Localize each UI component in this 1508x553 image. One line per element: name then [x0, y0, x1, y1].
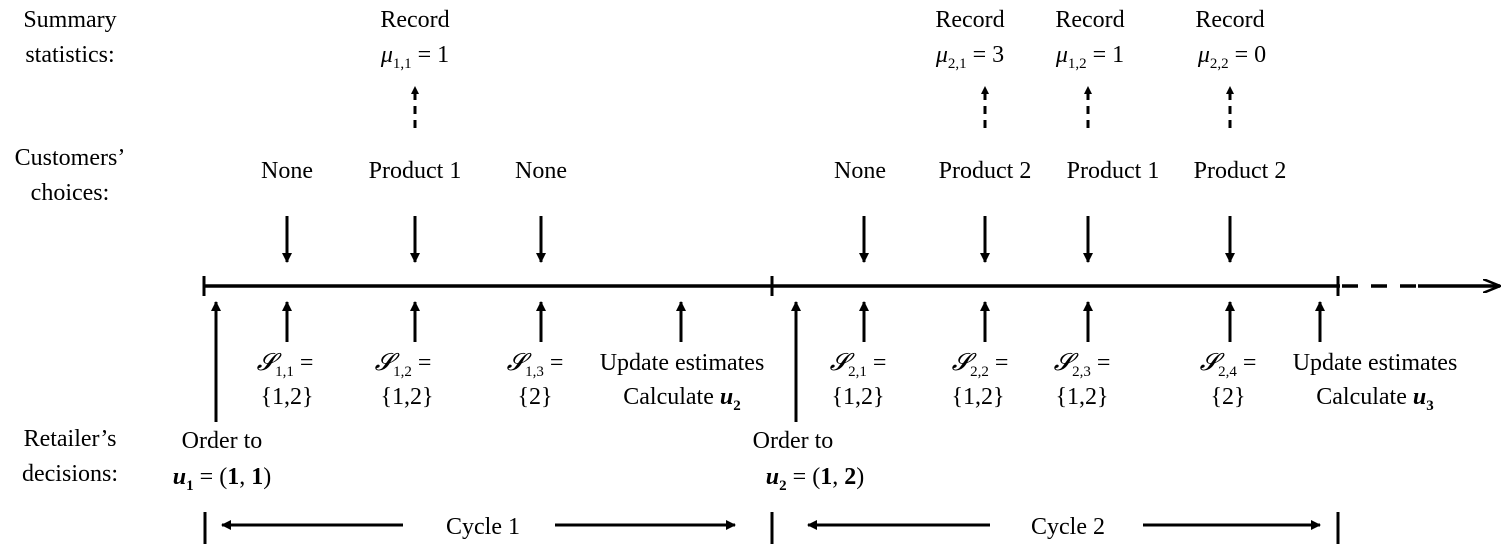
row-label-choices-line2: choices:: [31, 180, 110, 206]
choice-6: Product 1: [1067, 158, 1160, 263]
row-label-decisions-line1: Retailer’s: [24, 426, 117, 452]
choice-3: None: [515, 158, 567, 263]
record-1-word: Record: [380, 7, 449, 33]
choice-7: Product 2: [1194, 158, 1287, 263]
record-2-word: Record: [935, 7, 1004, 33]
offer-set-5-value: {1,2}: [951, 384, 1004, 410]
record-1: Record μ1,1 = 1: [380, 7, 450, 128]
offer-set-6-symbol: 𝓢2,3 =: [1054, 350, 1111, 380]
offer-set-7: 𝓢2,4 = {2}: [1200, 301, 1257, 410]
offer-set-5-symbol: 𝓢2,2 =: [952, 350, 1009, 380]
update-1: Update estimates Calculate u2: [600, 301, 765, 414]
update-1-line2: Calculate u2: [623, 384, 740, 414]
offer-set-7-symbol: 𝓢2,4 =: [1200, 350, 1257, 380]
row-label-summary: Summary statistics:: [23, 7, 116, 68]
offer-set-2: 𝓢1,2 = {1,2}: [375, 301, 434, 410]
cycle-2: Cycle 2: [807, 512, 1340, 544]
cycle-1: Cycle 1: [203, 512, 774, 544]
row-label-summary-line2: statistics:: [25, 42, 114, 68]
offer-set-3: 𝓢1,3 = {2}: [507, 301, 564, 410]
offer-set-6-value: {1,2}: [1055, 384, 1108, 410]
offer-set-4: 𝓢2,1 = {1,2}: [830, 301, 887, 410]
choice-1-label: None: [261, 158, 313, 184]
update-2-line2: Calculate u3: [1316, 384, 1433, 414]
choice-6-label: Product 1: [1067, 158, 1160, 184]
choice-4: None: [834, 158, 886, 263]
offer-set-4-value: {1,2}: [831, 384, 884, 410]
timeline-axis: [202, 276, 1500, 296]
record-3: Record μ1,2 = 1: [1055, 7, 1125, 128]
choice-3-label: None: [515, 158, 567, 184]
record-2-expression: μ2,1 = 3: [935, 42, 1004, 72]
row-label-summary-line1: Summary: [23, 7, 116, 33]
choice-4-label: None: [834, 158, 886, 184]
row-label-decisions-line2: decisions:: [22, 461, 118, 487]
choice-5: Product 2: [939, 158, 1032, 263]
record-4: Record μ2,2 = 0: [1195, 7, 1266, 128]
choice-2: Product 1: [369, 158, 462, 263]
offer-set-2-value: {1,2}: [380, 384, 433, 410]
order-1-line1: Order to: [182, 428, 263, 454]
offer-set-2-symbol: 𝓢1,2 =: [375, 350, 432, 380]
offer-set-3-value: {2}: [517, 384, 552, 410]
choice-7-label: Product 2: [1194, 158, 1287, 184]
row-label-choices-line1: Customers’: [15, 145, 126, 171]
offer-set-1: 𝓢1,1 = {1,2}: [257, 301, 314, 410]
offer-set-3-symbol: 𝓢1,3 =: [507, 350, 564, 380]
record-4-expression: μ2,2 = 0: [1197, 42, 1266, 72]
record-2: Record μ2,1 = 3: [935, 7, 1005, 128]
cycle-1-label: Cycle 1: [446, 514, 520, 540]
order-1-expression: u1 = (1, 1): [173, 464, 271, 494]
offer-set-6: 𝓢2,3 = {1,2}: [1054, 301, 1111, 410]
offer-set-4-symbol: 𝓢2,1 =: [830, 350, 887, 380]
order-1: Order to u1 = (1, 1): [173, 301, 271, 494]
record-1-expression: μ1,1 = 1: [380, 42, 449, 72]
record-4-word: Record: [1195, 7, 1264, 33]
order-2-expression: u2 = (1, 2): [766, 464, 864, 494]
offer-set-1-symbol: 𝓢1,1 =: [257, 350, 314, 380]
record-3-word: Record: [1055, 7, 1124, 33]
update-1-line1: Update estimates: [600, 350, 765, 376]
choice-5-label: Product 2: [939, 158, 1032, 184]
order-2-line1: Order to: [753, 428, 834, 454]
offer-set-1-value: {1,2}: [260, 384, 313, 410]
row-label-choices: Customers’ choices:: [15, 145, 126, 206]
update-2-line1: Update estimates: [1293, 350, 1458, 376]
record-3-expression: μ1,2 = 1: [1055, 42, 1124, 72]
update-2: Update estimates Calculate u3: [1293, 301, 1458, 414]
cycle-2-label: Cycle 2: [1031, 514, 1105, 540]
offer-set-5: 𝓢2,2 = {1,2}: [951, 301, 1009, 410]
choice-1: None: [261, 158, 313, 263]
row-label-decisions: Retailer’s decisions:: [22, 426, 118, 487]
order-2: Order to u2 = (1, 2): [753, 301, 864, 494]
offer-set-7-value: {2}: [1210, 384, 1245, 410]
choice-2-label: Product 1: [369, 158, 462, 184]
